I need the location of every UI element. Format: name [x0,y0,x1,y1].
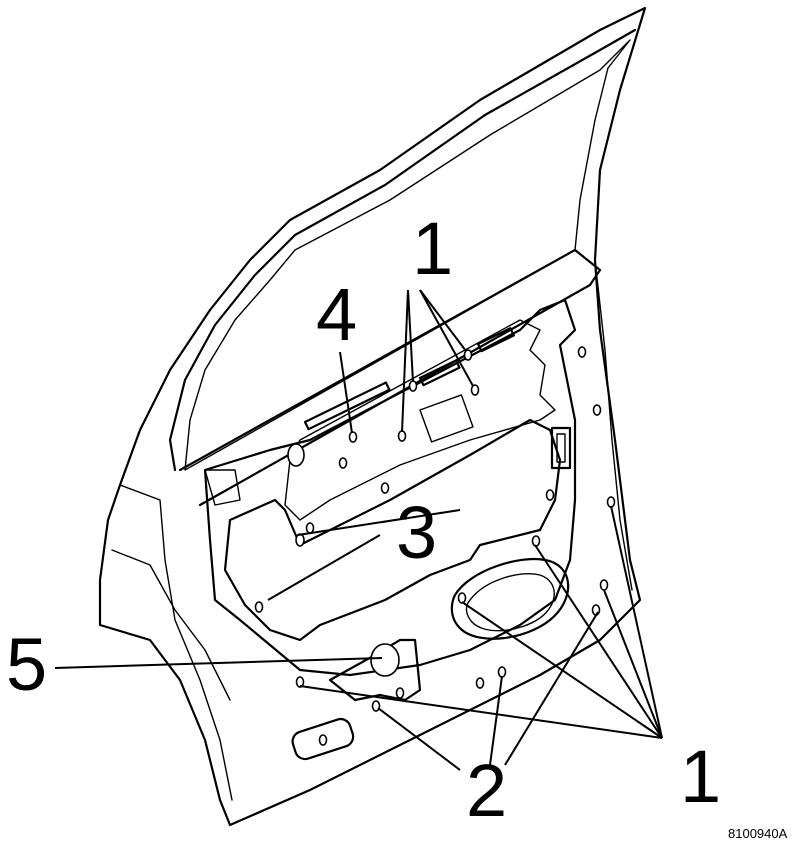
window-regulator-bracket [419,394,474,443]
fastener-hole [545,489,555,501]
callout-1-top: 1 [412,207,454,290]
fastener-hole [348,431,358,443]
callout-3: 3 [396,491,438,574]
fastener-hole [305,522,315,534]
leader-2-b [489,675,503,766]
leader-lines [54,289,663,771]
door-frame-inner-edge [168,28,637,472]
leader-4 [339,351,353,434]
door-shell-front-edge-2 [111,549,231,701]
leader-3b [297,509,461,536]
window-frame-rail [178,248,602,507]
callout-1-bottom: 1 [680,735,722,818]
fastener-hole [287,443,305,467]
fastener-hole [606,496,616,508]
callout-4: 4 [316,273,358,356]
latch-opening-inner [556,433,566,463]
fastener-hole [577,346,587,358]
leader-1-top-d [419,289,474,387]
window-frame-inner [184,39,631,471]
leader-1-top-b [407,289,414,383]
leader-1-bottom-d [461,601,663,739]
leader-1-bottom-c [603,589,663,739]
door-shell-rear-edge [594,259,633,591]
fastener-hole [497,666,507,678]
fastener-hole [380,482,390,494]
door-shell-front-edge [119,484,233,801]
fastener-hole [470,384,480,396]
fastener-hole [599,579,609,591]
leader-1-bottom-a [534,544,663,739]
latch-opening [550,426,572,470]
fastener-hole [395,687,405,699]
fastener-hole [531,535,541,547]
leader-3 [267,534,381,601]
leader-1-bottom-e [299,685,663,739]
fastener-hole [592,404,602,416]
upper-panel-cutout [284,319,556,521]
fastener-hole [463,349,473,361]
upper-slot-3 [476,327,515,353]
fastener-hole [475,677,485,689]
inner-panel-outline [203,298,577,677]
leader-5 [54,657,383,669]
door-outer-outline [98,6,647,827]
check-strap-bracket [204,469,241,506]
figure-id: 8100940A [728,826,788,841]
fastener-hole [457,592,467,604]
fastener-hole [295,533,305,547]
speaker-cutout [450,558,570,640]
fastener-hole [254,601,264,613]
fastener-hole [338,457,348,469]
fastener-hole [318,734,328,746]
fastener-hole [397,430,407,442]
leader-1-top-a [401,289,409,433]
callout-2: 2 [466,749,508,832]
leader-1-bottom-b [610,505,663,739]
lower-vent-slot [291,717,355,761]
leader-2-c [504,611,599,766]
callout-5: 5 [6,623,48,706]
upper-slot-2 [418,359,461,387]
leader-2-a [377,707,461,771]
fastener-hole [408,380,418,392]
leader-1-top-c [419,289,467,352]
large-access-cutout [223,418,562,642]
speaker-cutout-inner [465,573,555,632]
hinge-mount-hole [370,643,400,677]
